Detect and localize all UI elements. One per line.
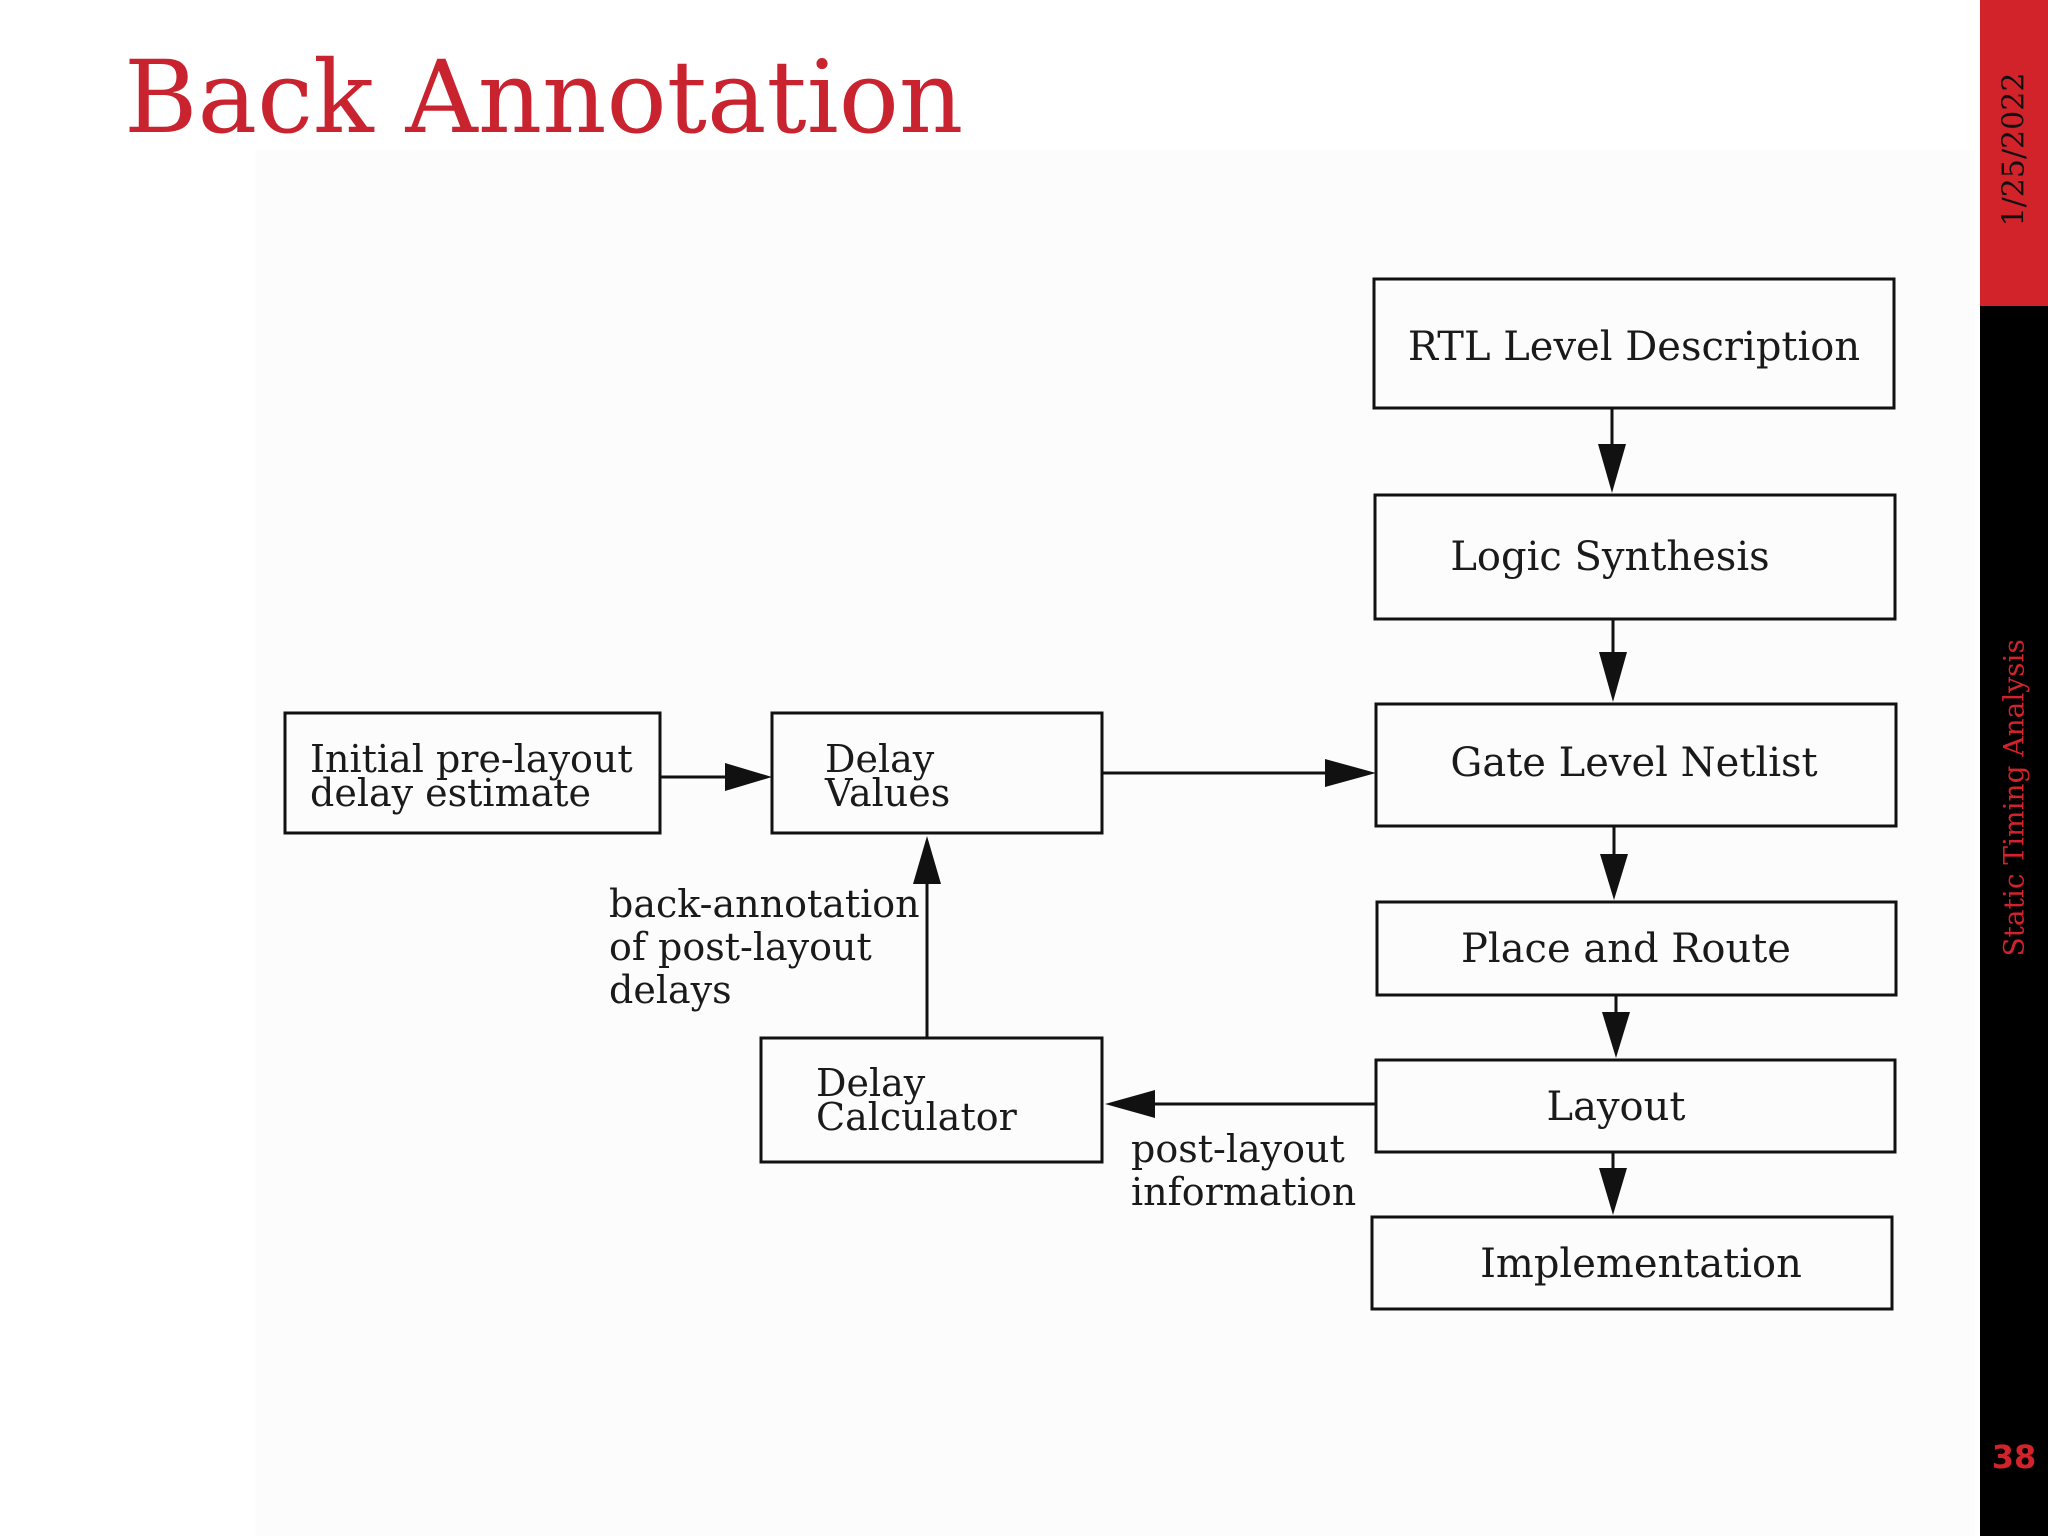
rtl-label: RTL Level Description bbox=[1408, 324, 1860, 370]
slide-date: 1/25/2022 bbox=[1996, 72, 2032, 227]
implementation-box bbox=[1370, 1215, 1894, 1311]
delay-values-line2: Values bbox=[824, 771, 950, 815]
delay-values-box bbox=[770, 711, 1104, 835]
delay-values-line1: Delay bbox=[825, 737, 935, 781]
implementation-label: Implementation bbox=[1480, 1241, 1802, 1287]
delay-calculator-line1: Delay bbox=[816, 1061, 926, 1105]
gate-level-netlist-label: Gate Level Netlist bbox=[1450, 740, 1817, 786]
delay-calculator-line2: Calculator bbox=[816, 1095, 1018, 1139]
rtl-to-synthesis-arrowhead bbox=[1598, 444, 1626, 493]
estimate-to-delay-values-arrowhead bbox=[725, 763, 772, 791]
netlist-to-place-route-arrowhead bbox=[1600, 854, 1628, 900]
back-annotation-note-line1: back-annotation bbox=[609, 882, 920, 926]
delay-values-to-netlist-arrowhead bbox=[1325, 759, 1376, 787]
layout-to-implementation-arrowhead bbox=[1599, 1168, 1627, 1215]
back-annotation-note-line3: delays bbox=[609, 968, 732, 1012]
place-and-route-label: Place and Route bbox=[1461, 926, 1791, 972]
sidebar-accent bbox=[1980, 0, 2048, 306]
logic-synthesis-box bbox=[1373, 493, 1897, 621]
sidebar-bar bbox=[1980, 306, 2048, 1536]
place-and-route-box bbox=[1375, 900, 1898, 997]
layout-to-delay-calculator-arrowhead bbox=[1105, 1090, 1155, 1118]
delay-calculator-box bbox=[759, 1036, 1104, 1164]
gate-level-netlist-box bbox=[1374, 702, 1898, 828]
course-title: Static Timing Analysis bbox=[1997, 639, 2031, 957]
rtl-box bbox=[1372, 277, 1896, 410]
layout-label: Layout bbox=[1547, 1084, 1686, 1130]
flow-diagram: RTL Level Description Logic Synthesis Ga… bbox=[283, 277, 1898, 1311]
place-route-to-layout-arrowhead bbox=[1602, 1012, 1630, 1058]
post-layout-note-line2: information bbox=[1131, 1170, 1356, 1214]
initial-estimate-line2: delay estimate bbox=[310, 771, 591, 815]
slide-title: Back Annotation bbox=[124, 39, 964, 156]
calculator-to-delay-values-arrowhead bbox=[913, 836, 941, 884]
initial-estimate-line1: Initial pre-layout bbox=[310, 737, 633, 781]
logic-synthesis-label: Logic Synthesis bbox=[1450, 534, 1769, 580]
back-annotation-note-line2: of post-layout bbox=[609, 925, 872, 969]
layout-box bbox=[1374, 1058, 1897, 1154]
back-annotation-flow-figure: RTL Level Description Logic Synthesis Ga… bbox=[255, 150, 1975, 1536]
initial-estimate-box bbox=[283, 711, 662, 835]
post-layout-note-line1: post-layout bbox=[1131, 1127, 1345, 1171]
page-number: 38 bbox=[1991, 1438, 2037, 1476]
synthesis-to-netlist-arrowhead bbox=[1599, 652, 1627, 702]
